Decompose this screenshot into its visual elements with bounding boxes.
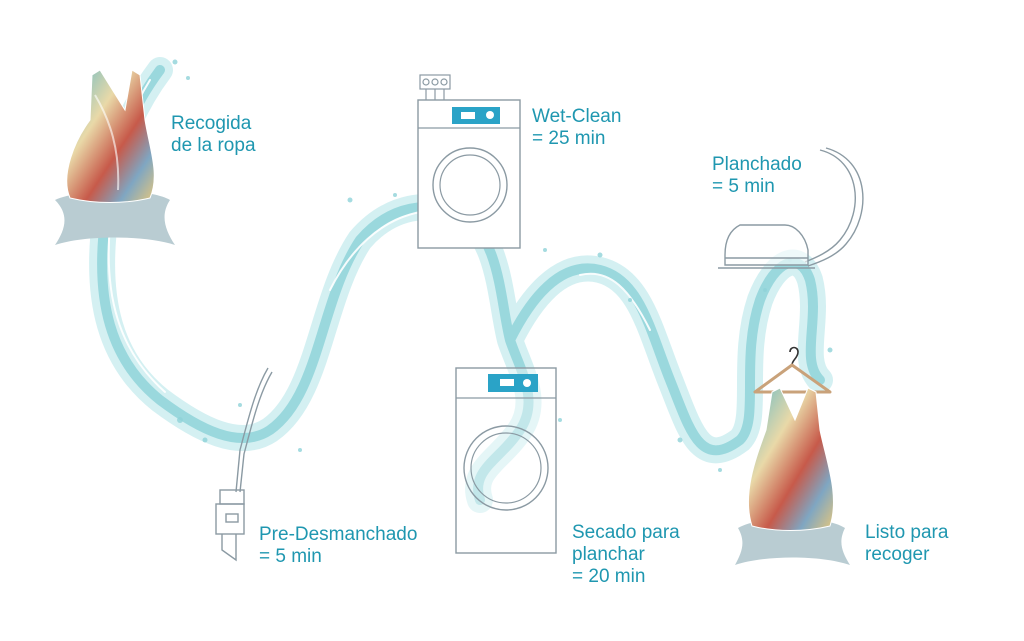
dress-icon [55, 69, 175, 245]
detergent-pumps-icon [419, 74, 451, 100]
dress-on-hanger-icon [735, 346, 850, 565]
label-line: Planchado [712, 154, 802, 175]
label-listo: Listo para recoger [865, 522, 948, 566]
label-line: Recogida [171, 113, 252, 134]
label-line: Listo para [865, 522, 949, 543]
label-line: = 5 min [712, 176, 775, 197]
label-line: de la ropa [171, 135, 256, 156]
label-line: Wet-Clean [532, 106, 622, 127]
label-recogida: Recogida de la ropa [171, 113, 256, 157]
washing-machine-icon [417, 74, 521, 249]
label-line: planchar [572, 544, 645, 565]
label-line: recoger [865, 544, 930, 565]
spotting-gun-icon [215, 367, 273, 562]
label-line: = 5 min [259, 546, 322, 567]
label-wet-clean: Wet-Clean = 25 min [532, 106, 621, 150]
label-planchado: Planchado = 5 min [712, 154, 802, 198]
label-line: = 25 min [532, 128, 606, 149]
label-pre-desmanchado: Pre-Desmanchado = 5 min [259, 524, 417, 568]
label-line: Pre-Desmanchado [259, 524, 418, 545]
label-line: = 20 min [572, 566, 646, 587]
label-line: Secado para [572, 522, 680, 543]
dryer-icon [455, 367, 557, 554]
iron-icon [718, 147, 864, 269]
label-secado: Secado para planchar = 20 min [572, 522, 680, 588]
